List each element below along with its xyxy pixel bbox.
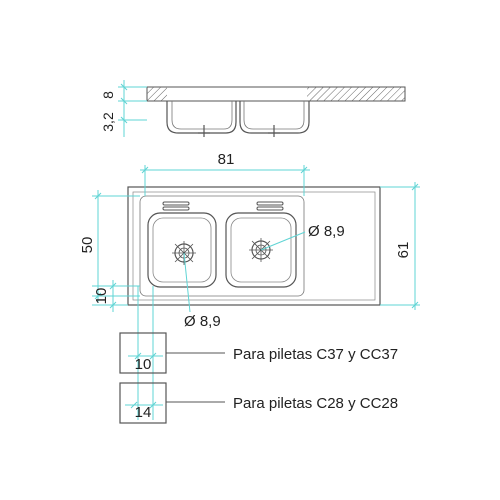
- countertop-outline: [127, 186, 381, 306]
- legend-label-c37: Para piletas C37 y CC37: [233, 346, 398, 363]
- overall-width-label: 81: [218, 151, 235, 168]
- bowl-depth-front-label: 50: [79, 237, 96, 254]
- drain-diameter-right-label: Ø 8,9: [308, 223, 345, 240]
- right-bowl: [225, 201, 297, 288]
- legend-item-c28: 14 Para piletas C28 y CC28: [119, 382, 398, 424]
- left-bowl: [147, 201, 217, 288]
- legend: 10 Para piletas C37 y CC37 14 Para pilet…: [119, 332, 398, 424]
- legend-value-c28: 14: [135, 404, 152, 421]
- plan-view: [127, 186, 381, 306]
- legend-label-c28: Para piletas C28 y CC28: [233, 395, 398, 412]
- thickness-label: 8: [100, 91, 116, 99]
- section-view: [146, 86, 406, 137]
- overflow-slots-left: [162, 201, 190, 211]
- section-dimensions: [118, 80, 147, 137]
- drain-diameter-bottom-label: Ø 8,9: [184, 313, 221, 330]
- legend-item-c37: 10 Para piletas C37 y CC37: [119, 332, 398, 374]
- plan-dimensions: [92, 165, 420, 420]
- legend-value-c37: 10: [135, 356, 152, 373]
- overflow-slots-right: [256, 201, 284, 211]
- overall-depth-label: 61: [395, 242, 412, 259]
- bowl-depth-label: 3,2: [100, 112, 116, 132]
- front-edge-label: 10: [93, 288, 110, 305]
